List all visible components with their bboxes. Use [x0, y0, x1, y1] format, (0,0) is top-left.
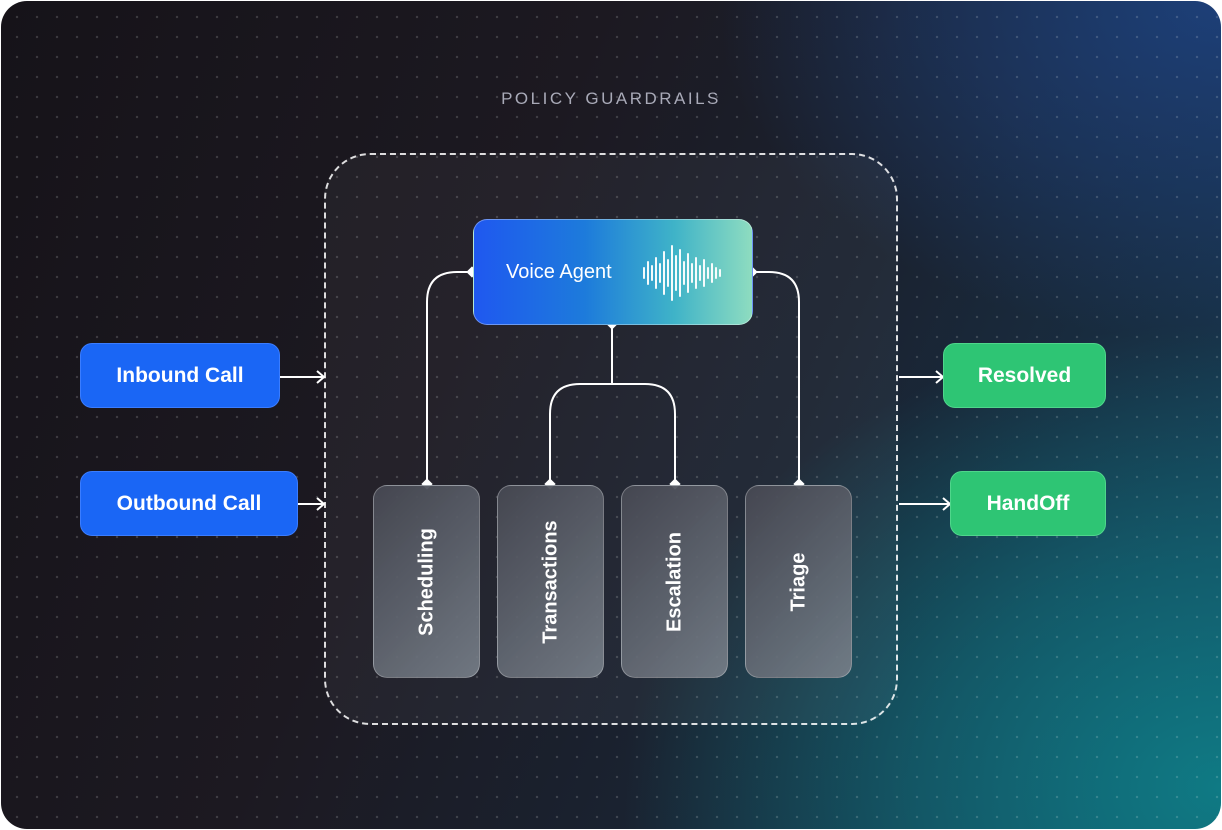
voice-agent-node[interactable]: Voice Agent: [473, 219, 753, 325]
handoff-node[interactable]: HandOff: [950, 471, 1106, 536]
voice-agent-label: Voice Agent: [506, 260, 612, 283]
agent-triage-link: [752, 271, 800, 484]
module-card-escalation[interactable]: Escalation: [621, 485, 728, 678]
transactions-escalation-link: [549, 383, 676, 484]
sound-wave-icon: [643, 245, 721, 301]
resolved-node[interactable]: Resolved: [943, 343, 1106, 408]
module-label: Transactions: [539, 519, 561, 644]
module-label: Triage: [787, 552, 809, 611]
module-label: Escalation: [663, 531, 685, 632]
module-card-transactions[interactable]: Transactions: [497, 485, 604, 678]
agent-scheduling-link: [426, 271, 472, 484]
guardrails-title: POLICY GUARDRAILS: [501, 89, 721, 108]
module-card-scheduling[interactable]: Scheduling: [373, 485, 480, 678]
outbound-call-node[interactable]: Outbound Call: [80, 471, 298, 536]
inbound-call-node[interactable]: Inbound Call: [80, 343, 280, 408]
module-card-triage[interactable]: Triage: [745, 485, 852, 678]
module-label: Scheduling: [415, 527, 437, 636]
